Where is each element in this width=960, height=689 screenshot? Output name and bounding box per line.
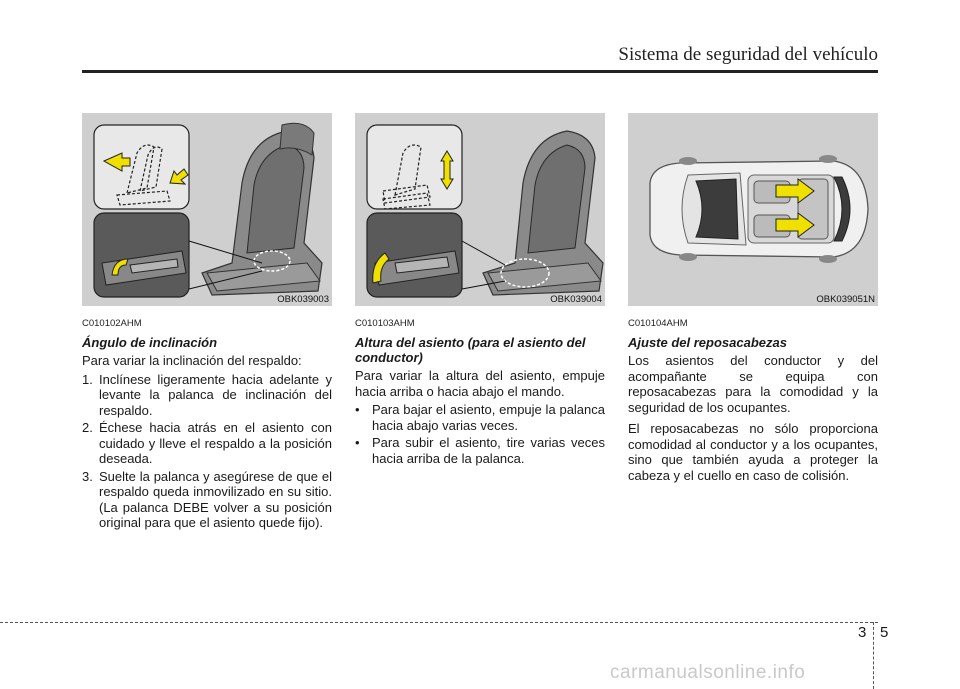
footer-rule bbox=[0, 622, 878, 623]
section-code: C010104AHM bbox=[628, 318, 688, 329]
figure-seat-recline: OBK039003 bbox=[82, 113, 332, 306]
section-code: C010103AHM bbox=[355, 318, 415, 329]
bullet-list: •Para bajar el asiento, empuje la palanc… bbox=[355, 402, 605, 466]
list-item: 3.Suelte la palanca y asegúrese de que e… bbox=[82, 468, 332, 531]
section-title: Ángulo de inclinación bbox=[82, 335, 218, 350]
figure-headrest: OBK039051N bbox=[628, 113, 878, 306]
watermark: carmanualsonline.info bbox=[610, 662, 806, 683]
figure-seat-height: OBK039004 bbox=[355, 113, 605, 306]
car-top-view-illustration bbox=[649, 155, 869, 263]
page-number: 5 bbox=[880, 624, 889, 641]
header-title: Sistema de seguridad del vehículo bbox=[618, 44, 878, 65]
list-item: 2.Échese hacia atrás en el asiento con c… bbox=[82, 420, 332, 466]
figure-code: OBK039003 bbox=[276, 294, 330, 305]
list-item: 1.Inclínese ligeramente hacia adelante y… bbox=[82, 371, 332, 418]
paragraph: El reposacabezas no sólo proporciona com… bbox=[628, 421, 878, 483]
footer-divider bbox=[873, 622, 874, 689]
list-item: •Para subir el asiento, tire varias vece… bbox=[355, 435, 605, 466]
seat-height-illustration bbox=[366, 124, 604, 298]
section-title: Altura del asiento (para el asiento del … bbox=[355, 335, 586, 365]
section-title: Ajuste del reposacabezas bbox=[628, 335, 787, 350]
column-seat-height: OBK039004 C010103AHM Altura del asiento … bbox=[355, 113, 605, 468]
column-headrest: OBK039051N C010104AHM Ajuste del reposac… bbox=[628, 113, 878, 483]
steps-list: 1.Inclínese ligeramente hacia adelante y… bbox=[82, 372, 332, 531]
list-item: •Para bajar el asiento, empuje la palanc… bbox=[355, 402, 605, 433]
section-code: C010102AHM bbox=[82, 318, 142, 329]
seat-recline-illustration bbox=[93, 122, 323, 298]
figure-code: OBK039051N bbox=[815, 294, 876, 305]
section-intro: Para variar la altura del asiento, empuj… bbox=[355, 368, 605, 399]
header-rule bbox=[82, 70, 878, 73]
section-intro: Para variar la inclinación del respaldo: bbox=[82, 353, 302, 368]
figure-code: OBK039004 bbox=[549, 294, 603, 305]
paragraph: Los asientos del conductor y del acompañ… bbox=[628, 353, 878, 415]
chapter-number: 3 bbox=[858, 624, 867, 641]
column-seat-recline: OBK039003 C010102AHM Ángulo de inclinaci… bbox=[82, 113, 332, 533]
